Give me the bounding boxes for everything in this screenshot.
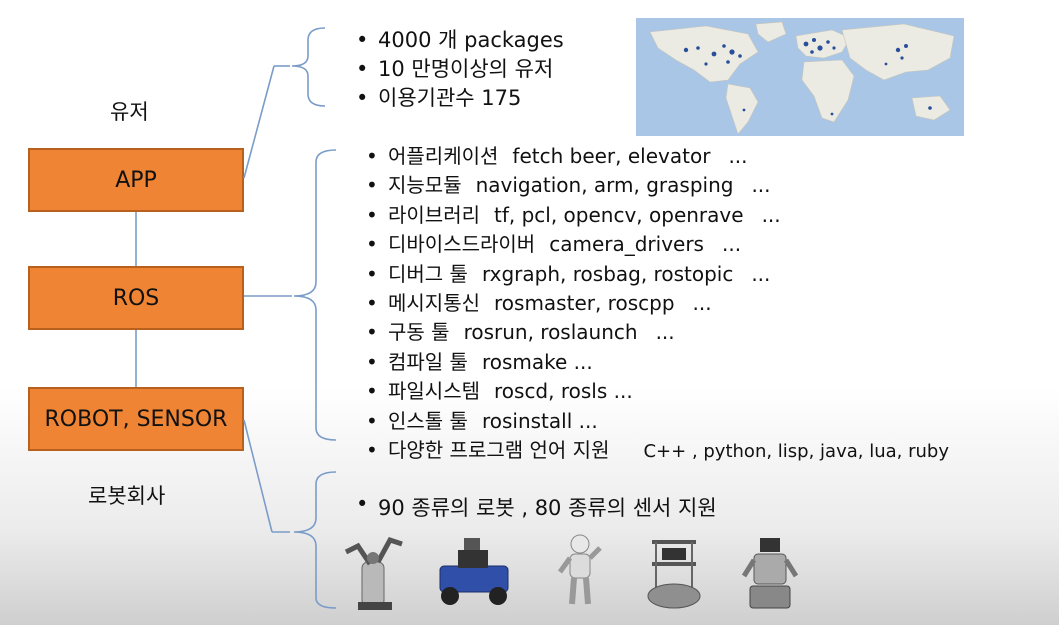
robot-support-list: 90 종류의 로봇 , 80 종류의 센서 지원	[352, 492, 717, 522]
humanoid-robot-icon	[557, 534, 602, 605]
list-item: 다양한 프로그램 언어 지원C++ , python, lisp, java, …	[362, 436, 967, 466]
list-item: 4000 개 packages	[352, 26, 564, 55]
app-layer-box: APP	[28, 148, 244, 212]
robot-arm-icon	[344, 536, 403, 610]
world-map-image	[636, 18, 964, 136]
ros-layer-box: ROS	[28, 266, 244, 330]
robot-connector	[243, 419, 273, 533]
company-label: 로봇회사	[88, 484, 166, 508]
ros-stats-list: 4000 개 packages 10 만명이상의 유저 이용기관수 175	[352, 26, 564, 113]
middle-brace	[293, 149, 337, 441]
list-item: 90 종류의 로봇 , 80 종류의 센서 지원	[352, 492, 717, 522]
list-item: 이용기관수 175	[352, 84, 564, 113]
list-item: 인스톨 툴rosinstall ...	[362, 407, 967, 437]
bottom-brace	[293, 471, 337, 609]
list-item: 컴파일 툴rosmake ...	[362, 348, 967, 378]
user-label: 유저	[110, 100, 149, 124]
top-brace	[291, 27, 326, 107]
list-item: 10 만명이상의 유저	[352, 55, 564, 84]
service-robot-icon	[741, 538, 799, 609]
mobile-robot-icon	[439, 538, 509, 605]
robot-sensor-layer-box: ROBOT, SENSOR	[28, 387, 244, 451]
app-connector	[243, 65, 275, 179]
list-item: 디바이스드라이버camera_drivers...	[362, 230, 967, 260]
turtlebot-robot-icon	[647, 540, 701, 609]
